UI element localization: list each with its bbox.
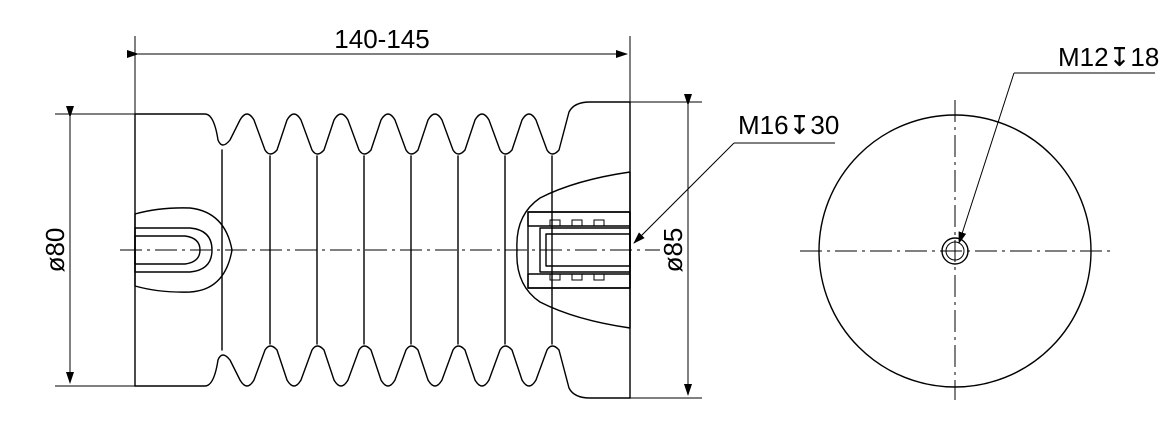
length-dimension-label: 140-145 [334, 24, 429, 54]
right-diameter-dimension: ø85 [630, 94, 702, 399]
length-dimension: 140-145 [127, 24, 631, 114]
end-thread-label: M12↧18 [1058, 42, 1159, 72]
side-thread-callout: M16↧30 [633, 110, 839, 244]
side-thread-label: M16↧30 [738, 110, 839, 140]
top-shed-profile [134, 101, 631, 155]
left-diameter-label: ø80 [40, 228, 70, 273]
bottom-shed-profile [134, 345, 631, 399]
end-thread-callout: M12↧18 [958, 42, 1159, 244]
side-view [120, 101, 660, 399]
end-view [800, 100, 1110, 400]
left-diameter-dimension: ø80 [40, 106, 135, 387]
right-diameter-label: ø85 [658, 228, 688, 273]
